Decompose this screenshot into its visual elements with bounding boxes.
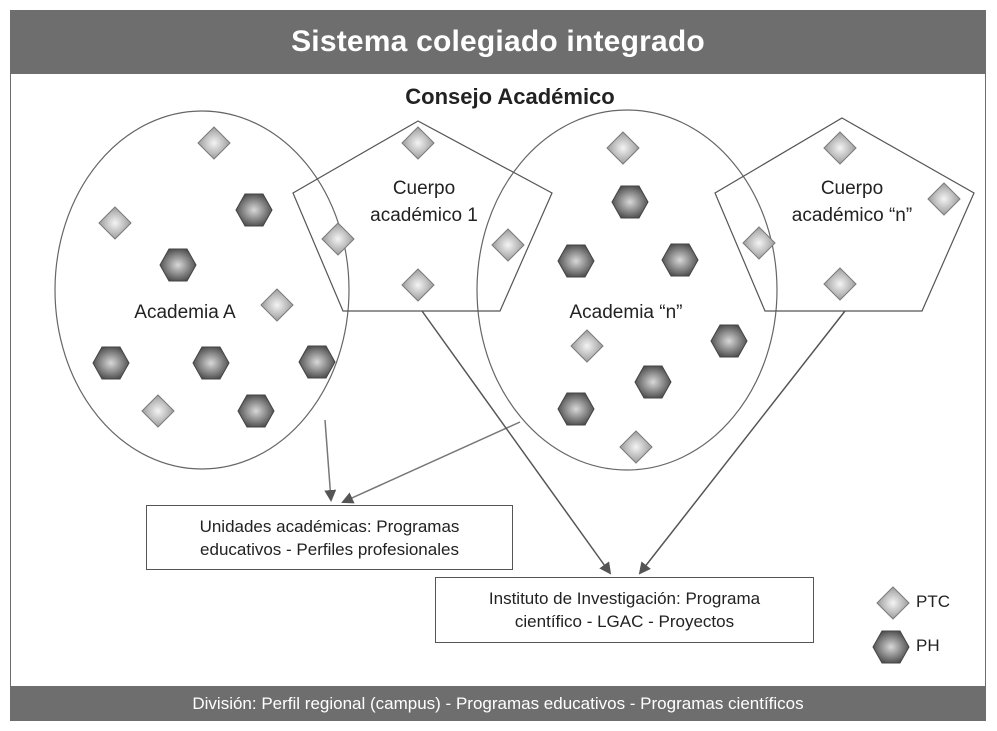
academy-a-label: Academia A bbox=[134, 302, 236, 323]
legend-ph-label: PH bbox=[916, 636, 940, 655]
research-institute-line1: Instituto de Investigación: Programa bbox=[488, 589, 761, 608]
ptc-icon bbox=[823, 131, 857, 165]
footer-caption: División: Perfil regional (campus) - Pro… bbox=[10, 686, 986, 721]
arrow-academy-n-to-units bbox=[341, 421, 521, 504]
ptc-icon bbox=[606, 131, 640, 165]
ph-icon bbox=[298, 345, 336, 379]
ph-icon bbox=[710, 324, 748, 358]
ph-icon bbox=[661, 243, 699, 277]
academy-n-label: Academia “n” bbox=[570, 302, 683, 323]
academic-body-1-label-line2: académico 1 bbox=[370, 205, 478, 226]
ptc-icon bbox=[321, 222, 355, 256]
ptc-icon bbox=[401, 126, 435, 160]
ph-icon bbox=[557, 392, 595, 426]
academic-units-line1: Unidades académicas: Programas bbox=[199, 516, 460, 536]
ph-icon bbox=[192, 346, 230, 380]
academy-a-shape bbox=[54, 110, 350, 470]
academy-n-shape bbox=[476, 109, 778, 471]
page-title: Sistema colegiado integrado bbox=[10, 10, 986, 74]
ptc-icon bbox=[141, 394, 175, 428]
ptc-icon bbox=[197, 126, 231, 160]
academic-units-box: Unidades académicas: Programas educativo… bbox=[146, 505, 513, 570]
council-title: Consejo Académico bbox=[405, 84, 614, 109]
research-institute-line2: científico - LGAC - Proyectos bbox=[514, 612, 735, 631]
academic-body-1-label-line1: Cuerpo bbox=[393, 178, 455, 199]
ptc-icon bbox=[491, 228, 525, 262]
legend-ph: PH bbox=[916, 636, 940, 656]
legend-ptc: PTC bbox=[916, 592, 950, 612]
ptc-icon bbox=[927, 182, 961, 216]
hexagon-icon bbox=[872, 630, 910, 664]
ptc-icon bbox=[619, 430, 653, 464]
ph-icon bbox=[235, 193, 273, 227]
ph-icon bbox=[634, 365, 672, 399]
arrow-body-n-to-institute bbox=[638, 310, 846, 575]
ptc-icon bbox=[401, 268, 435, 302]
ptc-icon bbox=[823, 267, 857, 301]
academic-body-n-label-line1: Cuerpo bbox=[821, 178, 883, 199]
ptc-icon bbox=[260, 288, 294, 322]
research-institute-box: Instituto de Investigación: Programa cie… bbox=[435, 577, 814, 643]
legend-ptc-label: PTC bbox=[916, 592, 950, 611]
ph-icon bbox=[92, 346, 130, 380]
ptc-icon bbox=[570, 329, 604, 363]
arrow-body-1-to-institute bbox=[421, 310, 612, 575]
ph-icon bbox=[557, 244, 595, 278]
ptc-icon bbox=[98, 206, 132, 240]
ph-icon bbox=[611, 185, 649, 219]
ph-icon bbox=[237, 394, 275, 428]
diamond-icon bbox=[876, 586, 910, 620]
academic-body-n-shape bbox=[714, 117, 975, 312]
academic-units-line2: educativos - Perfiles profesionales bbox=[200, 539, 459, 559]
academic-body-1-shape bbox=[292, 120, 553, 312]
arrow-academy-a-to-units bbox=[324, 419, 337, 502]
academic-body-n-label-line2: académico “n” bbox=[792, 205, 912, 226]
ph-icon bbox=[159, 248, 197, 282]
ptc-icon bbox=[742, 226, 776, 260]
